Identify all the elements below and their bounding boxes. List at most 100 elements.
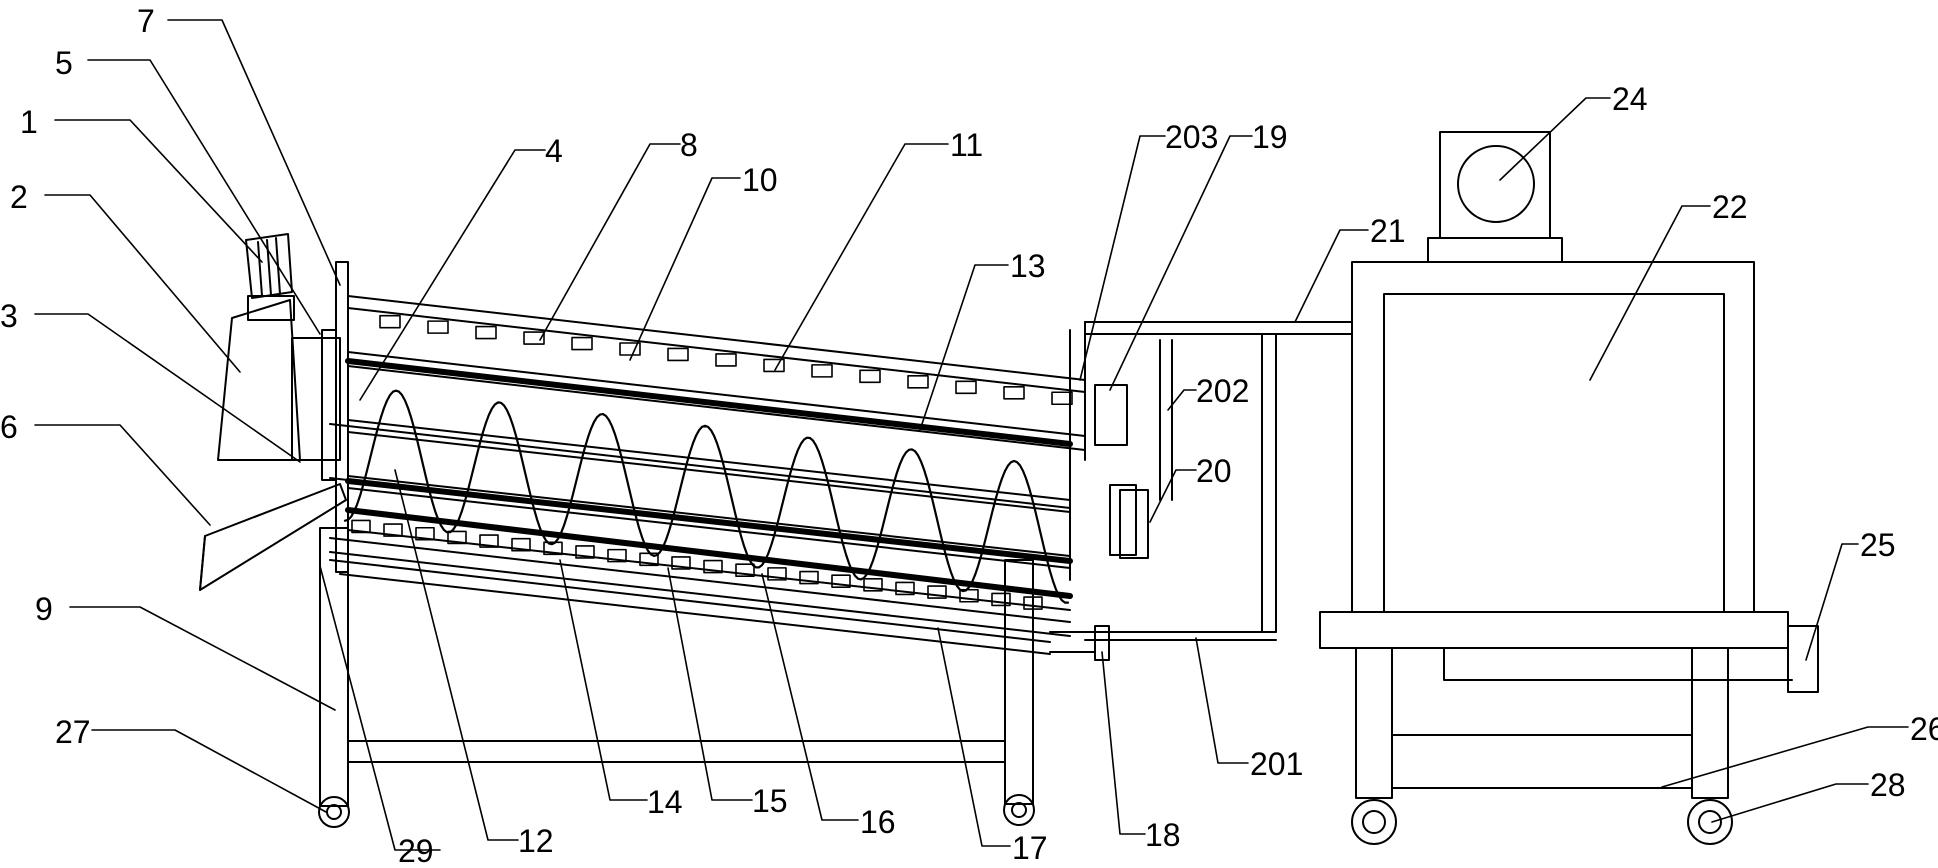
leader-line-19: [1109, 135, 1253, 391]
leader-line-8: [539, 143, 681, 341]
bottom-block: [959, 588, 979, 603]
callout-label-1: 1: [20, 104, 38, 140]
callout-label-5: 5: [55, 45, 73, 81]
leader-line-14: [559, 559, 648, 801]
leader-line-202: [1167, 389, 1197, 411]
top-scraper-blocks: [379, 314, 1073, 406]
bottom-block: [351, 519, 371, 534]
bottom-block: [895, 581, 915, 596]
callout-label-6: 6: [0, 409, 18, 445]
callout-label-10: 10: [742, 162, 778, 198]
bottom-block: [543, 541, 563, 556]
leader-line-203: [1079, 135, 1166, 381]
callout-label-25: 25: [1860, 527, 1896, 563]
caster-wheel-28b: [1687, 799, 1733, 845]
top-block: [715, 353, 737, 367]
bottom-block: [1023, 596, 1043, 610]
bottom-block: [383, 523, 403, 537]
callout-label-26: 26: [1910, 711, 1938, 747]
valve-25: [1787, 625, 1819, 693]
leader-line-5: [87, 59, 321, 335]
drive-unit-20: [1119, 489, 1149, 559]
leader-line-12: [394, 469, 519, 841]
bottom-block: [735, 563, 755, 578]
caster-wheel-27b: [1003, 794, 1035, 826]
leader-line-3: [34, 313, 301, 463]
callout-label-11: 11: [950, 127, 983, 163]
leader-line-26: [1661, 726, 1909, 788]
top-block: [1051, 391, 1073, 406]
callout-label-202: 202: [1196, 373, 1249, 409]
bottom-block: [767, 567, 787, 581]
leader-line-18: [1101, 651, 1146, 835]
leader-line-9: [69, 606, 336, 711]
callout-label-19: 19: [1252, 119, 1288, 155]
callout-label-14: 14: [647, 784, 683, 820]
inlet-chute-6: [199, 483, 347, 591]
leader-line-24: [1499, 97, 1611, 181]
leader-line-11: [774, 143, 949, 371]
bottom-block: [511, 537, 531, 552]
leader-line-2: [44, 194, 241, 373]
inclined-drum-housing: [329, 295, 1137, 655]
callout-label-29: 29: [398, 833, 434, 863]
bottom-block: [799, 570, 819, 585]
callout-label-17: 17: [1012, 830, 1048, 863]
callout-label-203: 203: [1165, 119, 1218, 155]
callout-label-16: 16: [860, 804, 896, 840]
bottom-block: [831, 574, 851, 588]
bottom-block: [479, 534, 499, 548]
caster-wheel-27: [318, 796, 350, 828]
callout-label-13: 13: [1010, 248, 1046, 284]
leader-line-16: [761, 573, 859, 821]
tank-22: [1351, 261, 1755, 613]
leader-line-10: [629, 177, 741, 361]
top-block: [859, 369, 881, 384]
caster-wheel-28a: [1351, 799, 1397, 845]
callout-label-28: 28: [1870, 767, 1906, 803]
leader-line-25: [1805, 543, 1859, 661]
top-block: [667, 347, 689, 362]
callout-label-201: 201: [1250, 746, 1303, 782]
top-block: [427, 320, 449, 334]
top-block: [379, 314, 401, 329]
leader-line-17: [937, 627, 1011, 847]
top-block: [763, 358, 785, 373]
callout-label-3: 3: [0, 298, 18, 334]
top-block: [571, 336, 593, 351]
callout-label-21: 21: [1370, 213, 1406, 249]
screw-shaft: [329, 423, 1071, 563]
bottom-block: [863, 578, 883, 592]
callout-label-18: 18: [1145, 817, 1181, 853]
drive-unit-19: [1094, 384, 1128, 446]
top-block: [475, 325, 497, 340]
callout-label-24: 24: [1612, 81, 1648, 117]
bottom-block: [607, 548, 627, 563]
callout-label-9: 9: [35, 591, 53, 627]
callout-label-4: 4: [545, 133, 563, 169]
callout-label-7: 7: [137, 3, 155, 39]
leader-line-201: [1195, 637, 1249, 764]
pump-24: [1427, 131, 1563, 263]
leader-line-6: [34, 424, 211, 526]
callout-label-27: 27: [55, 714, 91, 750]
bottom-block: [447, 530, 467, 545]
leader-line-15: [667, 567, 753, 801]
pipe-202: [1159, 339, 1173, 501]
top-block: [1003, 385, 1025, 400]
top-block: [619, 342, 641, 356]
leader-line-21: [1294, 229, 1369, 323]
callout-label-12: 12: [518, 823, 554, 859]
callout-label-2: 2: [10, 179, 28, 215]
helical-screw-blade: [343, 389, 1070, 604]
leader-line-1: [54, 119, 263, 263]
bottom-scraper-blocks: [351, 519, 1043, 610]
bottom-block: [671, 556, 691, 570]
bottom-block: [415, 526, 435, 541]
leader-line-20: [1149, 469, 1197, 523]
motor-housing-2: [217, 299, 341, 461]
leader-line-29: [319, 565, 441, 851]
